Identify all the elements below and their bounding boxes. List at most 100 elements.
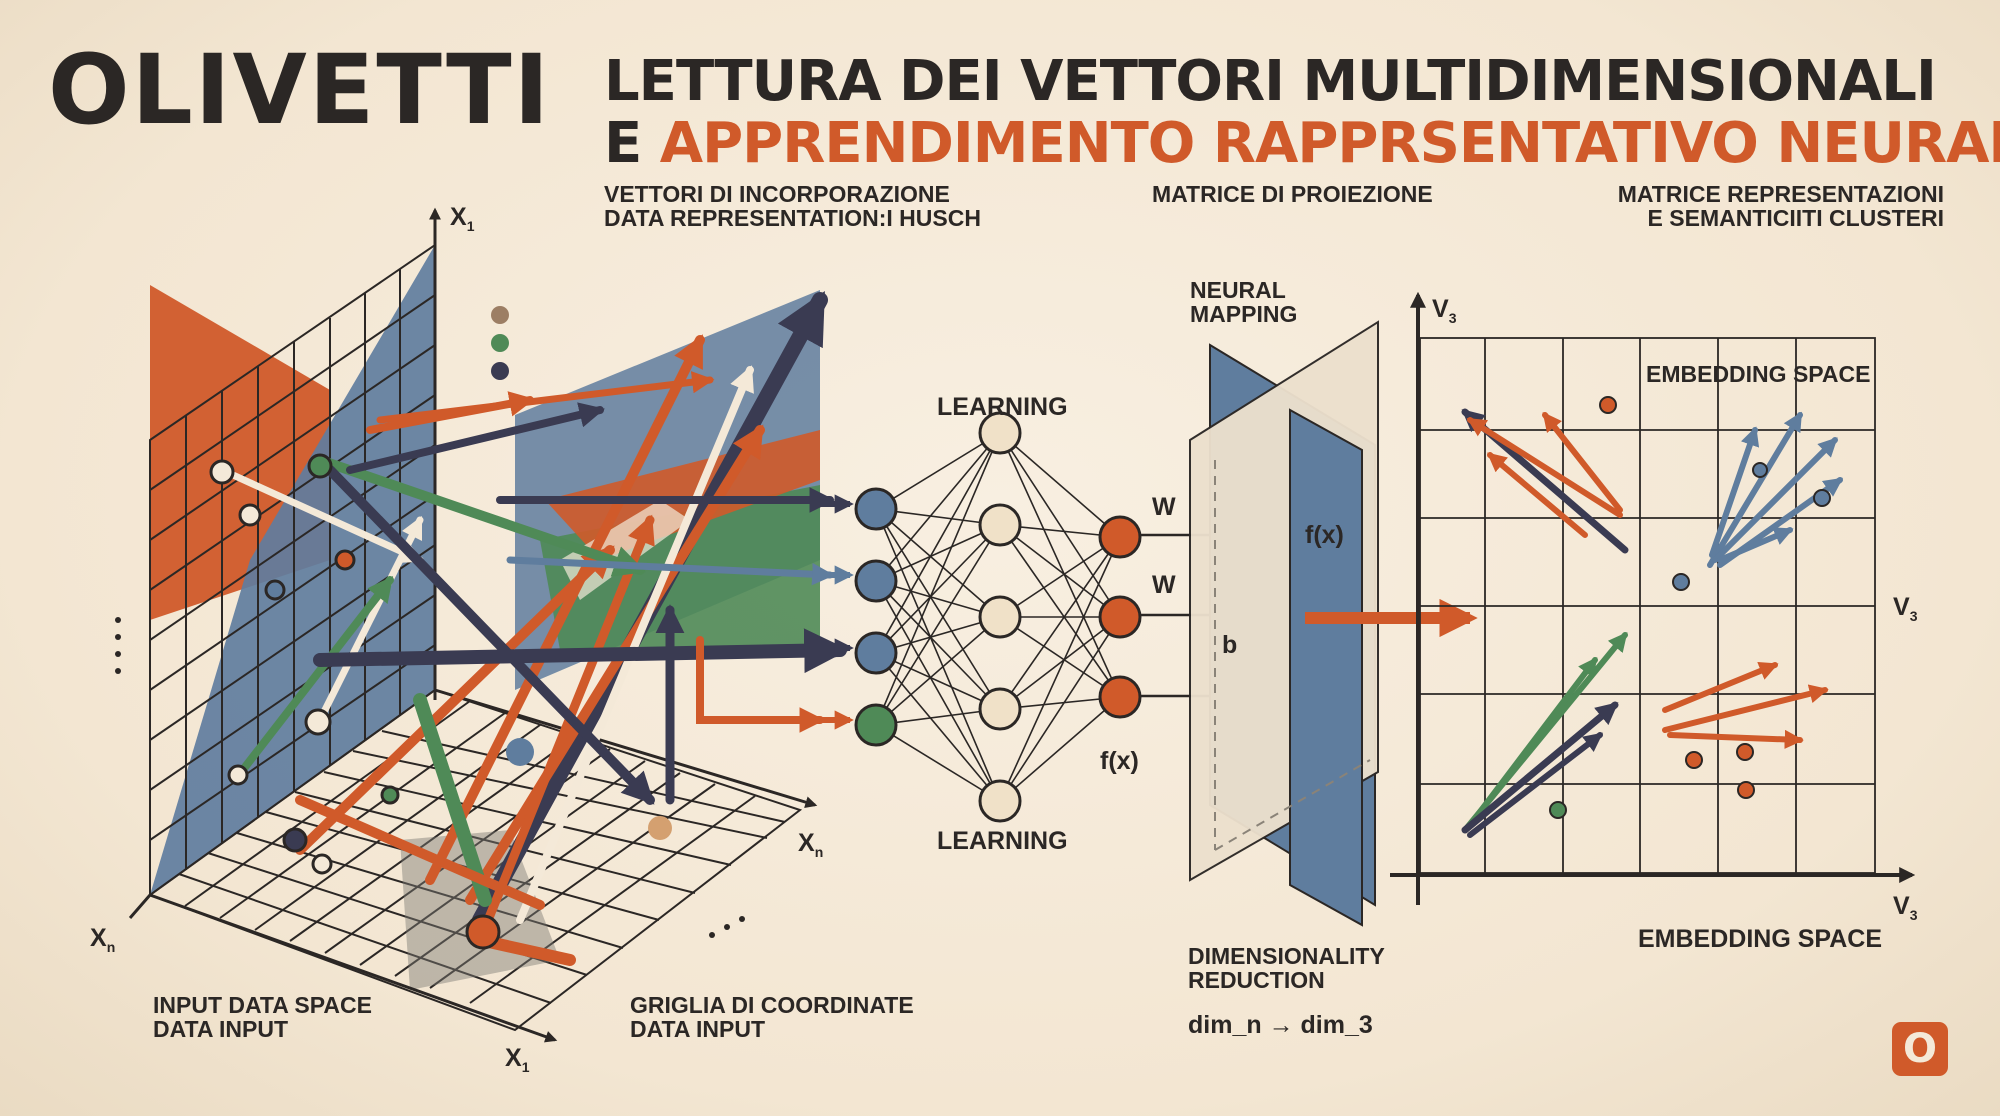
title-line-2: E APPRENDIMENTO RAPPRSENTATIVO NEURALE	[604, 116, 2000, 172]
network-edge	[999, 536, 1121, 618]
network-edge	[875, 616, 1001, 726]
network-edge	[875, 580, 1001, 710]
neural-mapping-line2: MAPPING	[1190, 301, 1298, 328]
grid-label-line1: GRIGLIA DI COORDINATE	[630, 992, 914, 1018]
neural-mapping-line1: NEURAL	[1190, 277, 1286, 303]
network-edge	[999, 432, 1121, 698]
network-node-layer2	[978, 779, 1022, 823]
corner-logo-icon: O	[1892, 1022, 1948, 1076]
network-edge	[875, 432, 1001, 726]
embedding-axis-bottom-label: V3	[1893, 892, 1918, 923]
axis-label-xn-right: Xn	[798, 829, 824, 860]
network-edge	[999, 616, 1121, 802]
title-line-1: LETTURA DEI VETTORI MULTIDIMENSIONALI	[604, 49, 1937, 114]
network-edge	[875, 524, 1001, 582]
network-node-layer1	[854, 559, 898, 603]
embedding-points	[1549, 396, 1831, 819]
network-node-layer3	[1098, 595, 1142, 639]
title-line-2-accent: APPRENDIMENTO RAPPRSENTATIVO NEURALE	[659, 111, 2000, 176]
dimensionality-reduction-label: DIMENSIONALITY REDUCTION	[1188, 944, 1385, 993]
network-edge	[875, 524, 1001, 654]
network-node-layer1	[854, 631, 898, 675]
subheader-right-line1: MATRICE REPRESENTAZIONI	[1617, 181, 1944, 207]
grid-label: GRIGLIA DI COORDINATE DATA INPUT	[630, 993, 914, 1042]
network-edge	[999, 696, 1121, 802]
network-edge	[875, 508, 1001, 802]
learning-label-bottom: LEARNING	[937, 827, 1068, 855]
network-edge	[875, 508, 1001, 618]
network-node-layer1	[854, 703, 898, 747]
data-points	[209, 453, 672, 950]
network-edge	[875, 432, 1001, 510]
input-space-label-line2: DATA INPUT	[153, 1016, 289, 1043]
subheader-right-line2: E SEMANTICIITI CLUSTERI	[1647, 205, 1944, 232]
network-edge	[875, 508, 1001, 710]
weight-label-2: W	[1152, 571, 1176, 599]
axis-label-xn-left: Xn	[90, 924, 116, 955]
brand-wordmark: OLIVETTI	[48, 34, 552, 146]
embedding-space-title-inside: EMBEDDING SPACE	[1646, 361, 1871, 387]
legend-dots	[491, 306, 509, 380]
network-inputs	[820, 494, 854, 730]
axis-x1-bottom	[149, 893, 558, 1043]
network-edge	[875, 432, 1001, 654]
network-edge	[999, 524, 1121, 618]
network-edge	[999, 432, 1121, 538]
grid-label-line2: DATA INPUT	[630, 1016, 766, 1043]
bias-label: b	[1222, 631, 1238, 659]
network-edge	[999, 432, 1121, 618]
dimensionality-line2: REDUCTION	[1188, 967, 1325, 994]
learning-label-top: LEARNING	[937, 393, 1068, 421]
dimension-formula: dim_n → dim_3	[1188, 1011, 1373, 1039]
network-edge	[999, 524, 1121, 698]
axis-xn-right	[434, 688, 818, 808]
network-node-layer1	[854, 487, 898, 531]
network-edge	[999, 616, 1121, 710]
subheader-center: MATRICE DI PROIEZIONE	[1152, 181, 1433, 207]
orange-slab	[545, 430, 820, 560]
network-edge	[999, 616, 1121, 698]
embedding-space-title-below: EMBEDDING SPACE	[1638, 925, 1883, 953]
ellipsis-left	[115, 617, 121, 674]
input-space	[115, 207, 849, 1043]
network-node-layer2	[978, 595, 1022, 639]
input-space-label-line1: INPUT DATA SPACE	[153, 992, 372, 1018]
vector-bundle	[218, 291, 849, 966]
network-node-layer3	[1098, 675, 1142, 719]
subheader-right: MATRICE REPRESENTAZIONI E SEMANTICIITI C…	[1618, 182, 1944, 231]
axis-xn-left	[128, 894, 152, 919]
network-edge	[875, 616, 1001, 654]
axis-label-x1-top: X1	[450, 203, 475, 234]
embedding-axis-top-label: V3	[1432, 295, 1457, 326]
embedding-axis-right-label: V3	[1893, 593, 1918, 624]
network-node-layer2	[978, 503, 1022, 547]
weight-label-1: W	[1152, 493, 1176, 521]
network-fx-label: f(x)	[1100, 747, 1139, 775]
subheader-left: VETTORI DI INCORPORAZIONE DATA REPRESENT…	[604, 182, 981, 231]
network-edge	[875, 432, 1001, 582]
network-edge	[875, 724, 1001, 802]
axis-label-x1-bottom: X1	[505, 1044, 530, 1075]
ellipsis-floor	[709, 916, 745, 938]
network-edge	[875, 652, 1001, 710]
network-edge	[999, 536, 1121, 802]
projection-fx-label: f(x)	[1305, 521, 1344, 549]
input-space-label: INPUT DATA SPACE DATA INPUT	[153, 993, 372, 1042]
network-nodes	[854, 411, 1142, 823]
subheader-left-line2: DATA REPRESENTATION:I HUSCH	[604, 205, 981, 232]
network-edge	[999, 536, 1121, 710]
embedding-grid	[1419, 337, 1876, 874]
network-node-layer2	[978, 411, 1022, 455]
dimensionality-line1: DIMENSIONALITY	[1188, 943, 1385, 969]
network-edge	[875, 580, 1001, 618]
subheader-left-line1: VETTORI DI INCORPORAZIONE	[604, 181, 950, 207]
embedding-clusters	[1461, 408, 1844, 838]
title-line-2-prefix: E	[604, 111, 642, 176]
neural-mapping-label: NEURAL MAPPING	[1190, 278, 1297, 327]
network-node-layer3	[1098, 515, 1142, 559]
projection-planes	[1189, 320, 1379, 927]
network-node-layer2	[978, 687, 1022, 731]
network-edge	[875, 524, 1001, 726]
